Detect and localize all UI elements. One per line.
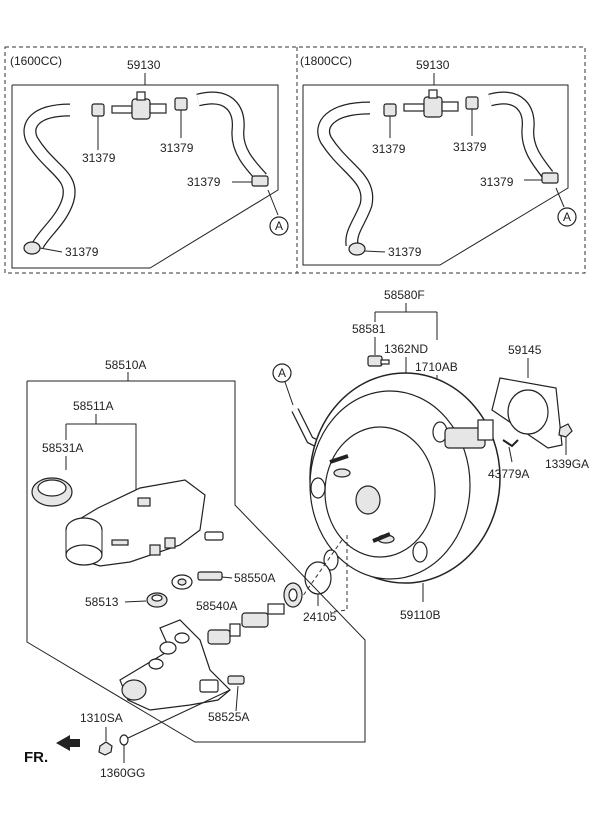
master-cylinder-body [119, 619, 245, 711]
reference-a-label: A [275, 219, 283, 233]
check-valve-icon [111, 91, 167, 120]
hose-clamp-icon [91, 103, 105, 150]
part-label-1710ab: 1710AB [415, 360, 458, 374]
reference-a-label: A [278, 366, 286, 380]
reference-a-marker [269, 216, 289, 236]
seal-ring-icon [304, 561, 332, 595]
hose-clamp-icon [348, 242, 386, 256]
part-label-58550a: 58550A [234, 571, 275, 585]
part-label-24105: 24105 [303, 610, 337, 624]
clamp-label: 31379 [82, 151, 116, 165]
clamp-label: 31379 [187, 175, 221, 189]
part-label-59110b: 59110B [400, 608, 440, 622]
clevis-pin-icon [502, 439, 519, 448]
pin-icon [197, 571, 223, 581]
cup-seal-icon [283, 582, 303, 608]
clamp-label: 31379 [65, 245, 99, 259]
seal-icon [146, 592, 168, 608]
top-outer-frame [4, 46, 586, 274]
group-58510a-frame [26, 380, 366, 743]
check-valve-icon [403, 89, 459, 118]
washer-icon [119, 734, 129, 746]
front-direction-indicator: FR. [24, 735, 80, 766]
nut-icon [558, 423, 573, 455]
nut-icon [98, 741, 113, 756]
part-label-58540a: 58540A [196, 599, 237, 613]
clamp-label: 31379 [453, 140, 487, 154]
part-label-1339ga: 1339GA [545, 457, 589, 471]
part-label-1362nd: 1362ND [384, 342, 428, 356]
part-label-58581: 58581 [352, 322, 386, 336]
hose-clamp-icon [383, 103, 397, 138]
panel-1800cc: (1800CC) 59130 31379 31379 31379 [300, 54, 577, 266]
piston-assembly-icon [207, 603, 285, 645]
panel-1600cc-leader-box [11, 84, 279, 269]
hose-clamp-icon [524, 172, 559, 184]
reference-a-marker [557, 207, 577, 227]
clamp-label: 31379 [372, 142, 406, 156]
part-label-59145: 59145 [508, 343, 542, 357]
panel-1800cc-part-number: 59130 [416, 58, 450, 72]
panel-1800cc-title: (1800CC) [300, 54, 352, 68]
panel-1600cc-title: (1600CC) [10, 54, 62, 68]
hose-clamp-icon [232, 175, 269, 187]
group-label-58580f: 58580F [384, 288, 425, 302]
panel-1600cc-part-number: 59130 [127, 58, 161, 72]
front-direction-label: FR. [24, 749, 48, 766]
group-label-58510a: 58510A [105, 358, 146, 372]
gasket-icon [491, 377, 563, 449]
bolt-icon [367, 355, 390, 367]
hose-clamp-icon [174, 97, 188, 138]
hose-clamp-icon [23, 241, 63, 255]
panel-1800cc-leader-box [302, 84, 569, 266]
part-label-58531a: 58531A [42, 441, 83, 455]
master-cylinder-group: 58510A 58511A 58531A [26, 358, 366, 780]
clamp-label: 31379 [480, 175, 514, 189]
reference-a-marker [272, 363, 292, 383]
part-label-1310sa: 1310SA [80, 711, 123, 725]
clamp-label: 31379 [388, 245, 422, 259]
part-label-1360gg: 1360GG [100, 766, 145, 780]
brake-fluid-reservoir [65, 479, 224, 567]
clamp-label: 31379 [160, 141, 194, 155]
panel-1600cc: (1600CC) 59130 31379 31379 [10, 54, 289, 269]
reservoir-cap-icon [31, 477, 73, 507]
brake-booster-group: 58580F 58581 1362ND 1710AB A [272, 288, 589, 624]
part-label-43779a: 43779A [488, 467, 529, 481]
reference-a-label: A [563, 210, 571, 224]
brake-booster-body [309, 372, 501, 584]
part-label-58511a: 58511A [73, 399, 113, 413]
front-arrow-icon [56, 735, 80, 751]
part-label-58513: 58513 [85, 595, 119, 609]
part-label-58525a: 58525A [208, 710, 249, 724]
hose-clamp-icon [465, 96, 479, 136]
